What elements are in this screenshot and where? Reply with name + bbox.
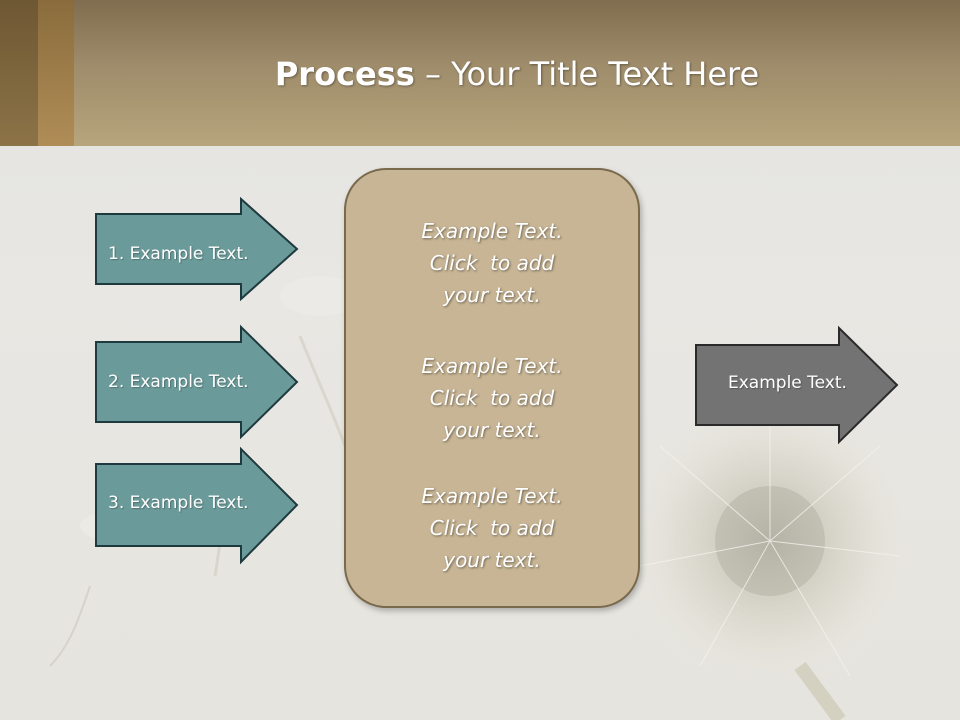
center-line: your text. <box>443 283 541 307</box>
arrow-right-icon <box>95 446 299 565</box>
title-bold-part: Process <box>274 55 415 93</box>
center-line: Example Text. <box>421 484 563 508</box>
output-arrow[interactable]: Example Text. <box>695 325 899 445</box>
arrow-right-icon <box>695 325 899 445</box>
center-process-box[interactable]: Example Text. Click to add your text. Ex… <box>344 168 640 608</box>
header-accent-strip <box>38 0 74 146</box>
input-arrow-1[interactable]: 1. Example Text. <box>95 196 299 302</box>
header-band <box>0 0 960 146</box>
center-paragraph: Example Text. Click to add your text. <box>346 350 638 446</box>
input-arrow-label: 1. Example Text. <box>108 244 249 264</box>
arrow-right-icon <box>95 324 299 440</box>
center-line: Click to add <box>429 516 555 540</box>
output-arrow-label: Example Text. <box>728 373 847 393</box>
center-line: Example Text. <box>421 219 563 243</box>
header-accent-strip <box>0 0 38 146</box>
center-line: Click to add <box>429 251 555 275</box>
input-arrow-label: 2. Example Text. <box>108 372 249 392</box>
center-line: Example Text. <box>421 354 563 378</box>
input-arrow-label: 3. Example Text. <box>108 493 249 513</box>
slide-title[interactable]: Process – Your Title Text Here <box>74 52 960 96</box>
title-rest-part: – Your Title Text Here <box>414 55 760 93</box>
input-arrow-3[interactable]: 3. Example Text. <box>95 446 299 565</box>
arrow-right-icon <box>95 196 299 302</box>
center-line: your text. <box>443 418 541 442</box>
center-line: your text. <box>443 548 541 572</box>
center-line: Click to add <box>429 386 555 410</box>
input-arrow-2[interactable]: 2. Example Text. <box>95 324 299 440</box>
center-paragraph: Example Text. Click to add your text. <box>346 215 638 311</box>
center-paragraph: Example Text. Click to add your text. <box>346 480 638 576</box>
